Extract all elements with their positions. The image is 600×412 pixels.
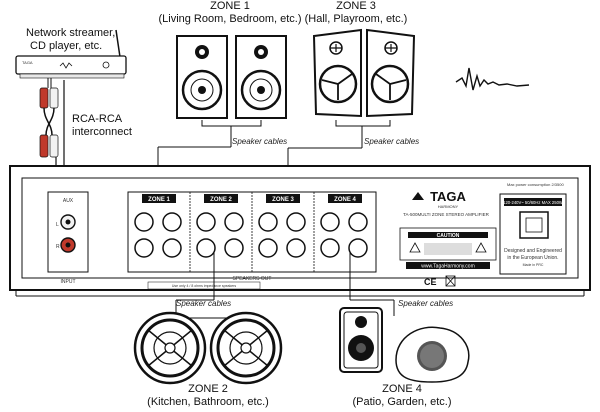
source-knob-icon (102, 61, 110, 69)
speaker-cables-label-zone4: Speaker cables (398, 299, 453, 308)
binding-post-zone3[interactable] (258, 238, 278, 258)
zone3-speakers: ZONE 3 (Hall, Playroom, etc.) Speaker ca… (287, 0, 419, 196)
zone-4-tab (328, 194, 362, 203)
binding-post-zone2[interactable] (196, 212, 216, 232)
zone2-speakers: Speaker cables ZONE 2 (Kitchen, Bathroom… (133, 252, 283, 408)
source-title: Network streamer, (26, 27, 115, 39)
amp-brand: TAGA (430, 189, 466, 204)
zone1-title: ZONE 1 (210, 0, 250, 12)
rca-plug-white-top (49, 87, 59, 109)
amp-brand-sub: HARMONY (438, 204, 459, 209)
input-section (47, 191, 89, 273)
speaker-cables-label-zone2: Speaker cables (176, 299, 231, 308)
channel-l-label: L (56, 222, 59, 228)
source-device: Network streamer, CD player, etc. TAGA (15, 27, 127, 79)
binding-post-zone2[interactable] (196, 238, 216, 258)
brand-label-area: TAGA HARMONY TA-500MULTI ZONE STEREO AMP… (399, 189, 497, 287)
warning-triangle-icon (475, 242, 487, 253)
binding-post-zone2[interactable] (224, 212, 244, 232)
zone3-subtitle: (Hall, Playroom, etc.) (305, 13, 408, 25)
zone-3-tab (266, 194, 300, 203)
input-label: INPUT (61, 279, 76, 285)
designed-line-2: in the European Union. (507, 255, 558, 261)
binding-post-zone1[interactable] (162, 238, 182, 258)
rca-label: RCA-RCA (72, 113, 123, 125)
binding-post-zone3[interactable] (258, 212, 278, 232)
binding-post-zone3[interactable] (286, 212, 306, 232)
speaker-cables-label-zone1: Speaker cables (232, 137, 287, 146)
binding-post-zone1[interactable] (162, 212, 182, 232)
zone-2-tab (204, 194, 238, 203)
zone1-subtitle: (Living Room, Bedroom, etc.) (158, 13, 301, 25)
designed-line-1: Designed and Engineered (504, 248, 562, 254)
taga-logo-icon (412, 192, 424, 200)
binding-post-zone2[interactable] (224, 238, 244, 258)
rca-plug-white-bottom (49, 134, 59, 158)
caution-label: CAUTION (437, 233, 460, 239)
zone-1-tab (142, 194, 176, 203)
speakers-out-label: SPEAKERS OUT (233, 276, 272, 282)
source-logo-icon (59, 62, 73, 69)
binding-post-zone4[interactable] (348, 238, 368, 258)
amplifier-rear-panel: AUX L R INPUT ZONE 1 ZONE 2 ZONE 3 ZONE … (9, 165, 591, 297)
rca-plug-red-bottom (39, 134, 49, 158)
zone2-subtitle: (Kitchen, Bathroom, etc.) (147, 396, 269, 408)
model-line: TA-500MULTI ZONE STEREO AMPLIFIER (403, 212, 490, 217)
zone3-title: ZONE 3 (336, 0, 376, 12)
voltage-label: 120-240V~ 50/60Hz MAX 250W (503, 200, 563, 205)
zone-4-tab-label: ZONE 4 (334, 197, 356, 203)
binding-post-zone4[interactable] (320, 238, 340, 258)
ce-mark: CE (424, 277, 437, 287)
binding-post-zone4[interactable] (320, 212, 340, 232)
source-brand: TAGA (22, 60, 33, 65)
binding-post-zone4[interactable] (348, 212, 368, 232)
speaker-terminals (134, 212, 368, 258)
bin-icon (445, 275, 456, 287)
zone1-speakers: ZONE 1 (Living Room, Bedroom, etc.) Spea… (157, 0, 302, 196)
binding-post-zone1[interactable] (134, 212, 154, 232)
speaker-cables-label-zone3: Speaker cables (364, 137, 419, 146)
channel-r-label: R (56, 244, 60, 250)
antenna (115, 29, 121, 58)
zone-2-tab-label: ZONE 2 (210, 197, 232, 203)
interconnect-label: interconnect (72, 126, 132, 138)
impedance-warning-text: Use only 4 / 8 ohms impedance speakers (172, 284, 236, 288)
binding-post-zone3[interactable] (286, 238, 306, 258)
zone4-title: ZONE 4 (382, 383, 422, 395)
tweeter-icon (355, 316, 367, 328)
aux-label: AUX (63, 198, 74, 204)
zone-3-tab-label: ZONE 3 (272, 197, 294, 203)
rca-plug-red-top (39, 87, 49, 109)
brand-logo-icon (455, 67, 530, 91)
power-section (499, 193, 567, 275)
made-in-label: Made in PRC (523, 263, 544, 267)
warning-triangle-icon (409, 242, 421, 253)
binding-post-zone1[interactable] (134, 238, 154, 258)
source-subtitle: CD player, etc. (30, 40, 102, 52)
impedance-warning (147, 281, 261, 290)
zone-1-tab-label: ZONE 1 (148, 197, 170, 203)
website-label: www.TagaHarmony.com (421, 264, 475, 270)
zone2-title: ZONE 2 (188, 383, 228, 395)
source-base (19, 73, 125, 79)
zone4-speakers: Speaker cables ZONE 4 (Patio, Garden, et… (339, 252, 470, 408)
power-consumption-label: Max power consumption 2/3500 (507, 182, 564, 187)
zone4-subtitle: (Patio, Garden, etc.) (352, 396, 451, 408)
